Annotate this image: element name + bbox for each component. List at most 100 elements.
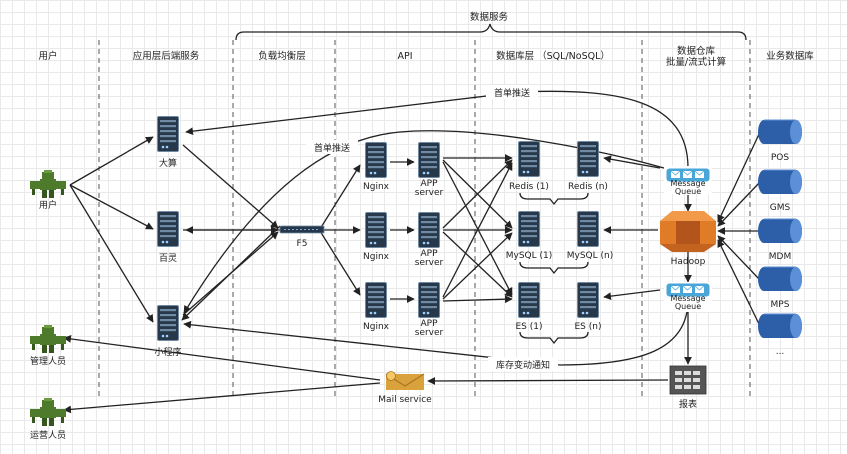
mail-node: Mail service [378, 371, 432, 405]
redis-server-icon [577, 141, 599, 177]
mdm-label: MDM [769, 252, 791, 262]
database-icon [758, 266, 802, 292]
database-icon [758, 313, 802, 339]
ops-icon [30, 398, 66, 426]
database-icon [758, 169, 802, 195]
nginx-server-icon [365, 212, 387, 248]
message-queue-label-line1: Message [670, 294, 705, 303]
nginx-node-2: Nginx [363, 212, 390, 262]
mysql-server-icon [577, 211, 599, 247]
column-headers: 用户 应用层后端服务 负载均衡层 API 数据库层 （SQL/NoSQL） 数据… [38, 45, 814, 68]
mysql-server-icon [518, 211, 540, 247]
nginx-label: Nginx [363, 322, 390, 332]
redis-n-node: Redis (n) [568, 141, 608, 192]
message-queue-label-line2: Queue [675, 187, 701, 196]
edge-label-inventory: 库存变动通知 [496, 359, 550, 371]
mps-db-node: MPS [758, 266, 802, 310]
bailing-server-icon [157, 211, 179, 247]
bailing-label: 百灵 [159, 253, 177, 264]
nginx-label: Nginx [363, 182, 390, 192]
admin-label: 管理人员 [30, 355, 66, 367]
es-1-node: ES (1) [515, 282, 543, 332]
nginx-node-3: Nginx [363, 282, 390, 332]
user-label: 用户 [39, 199, 57, 211]
data-services-brace [235, 23, 747, 41]
column-header-api: API [397, 51, 412, 62]
miniapp-server-icon [157, 305, 179, 341]
nginx-label: Nginx [363, 252, 390, 262]
es-server-icon [577, 282, 599, 318]
edge-label-push-mid: 首单推送 [314, 142, 350, 154]
database-icon [758, 119, 802, 145]
more-label: ... [776, 347, 785, 357]
hadoop-node: Hadoop [660, 211, 716, 267]
message-queue-top: Message Queue [664, 166, 712, 196]
report-label: 报表 [679, 398, 697, 410]
es-n-label: ES (n) [575, 322, 602, 332]
column-header-app: 应用层后端服务 [133, 50, 200, 62]
column-header-compute: 批量/流式计算 [666, 56, 726, 68]
dasuan-node: 大算 [157, 116, 179, 169]
nginx-server-icon [365, 282, 387, 318]
report-icon [669, 365, 707, 395]
column-header-lb: 负载均衡层 [258, 50, 306, 62]
es-1-label: ES (1) [515, 322, 542, 332]
mps-label: MPS [771, 300, 790, 310]
app-server-label-line1: APP [420, 249, 438, 259]
ops-node: 运营人员 [30, 398, 66, 441]
redis-server-icon [518, 141, 540, 177]
report-node: 报表 [669, 365, 707, 410]
more-db-node: ... [758, 313, 802, 357]
mysql-1-label: MySQL (1) [506, 251, 553, 261]
mdm-db-node: MDM [758, 218, 802, 262]
app-server-node-2: APP server [415, 212, 444, 268]
admin-icon [30, 325, 66, 353]
column-header-bizdb: 业务数据库 [766, 50, 814, 62]
edge-labels: 首单推送 首单推送 库存变动通知 [306, 85, 558, 371]
column-header-db: 数据库层 （SQL/NoSQL） [496, 50, 610, 62]
app-server-icon [418, 282, 440, 318]
bailing-node: 百灵 [157, 211, 179, 264]
app-server-node-1: APP server [415, 142, 444, 198]
message-queue-label-line1: Message [670, 179, 705, 188]
es-server-icon [518, 282, 540, 318]
admin-node: 管理人员 [30, 325, 66, 367]
mysql-n-label: MySQL (n) [567, 251, 614, 261]
f5-label: F5 [297, 239, 308, 249]
redis-n-label: Redis (n) [568, 182, 608, 192]
redis-1-label: Redis (1) [509, 182, 549, 192]
pos-db-node: POS [758, 119, 802, 163]
mail-icon [385, 371, 425, 390]
mail-label: Mail service [378, 395, 432, 405]
hadoop-icon [660, 211, 716, 252]
title: 数据服务 [470, 11, 509, 23]
user-icon [30, 170, 66, 198]
column-header-dw: 数据仓库 [677, 45, 716, 57]
nginx-node-1: Nginx [363, 142, 390, 192]
app-server-icon [418, 142, 440, 178]
app-server-icon [418, 212, 440, 248]
edge-label-push-top: 首单推送 [494, 87, 530, 99]
es-n-node: ES (n) [575, 282, 602, 332]
gms-label: GMS [770, 203, 791, 213]
app-server-label-line1: APP [420, 179, 438, 189]
edges [63, 90, 761, 414]
miniapp-node: 小程序 [154, 305, 182, 358]
app-server-label-line1: APP [420, 319, 438, 329]
message-queue-label-line2: Queue [675, 302, 701, 311]
user-node: 用户 [30, 170, 66, 211]
app-server-label-line2: server [415, 188, 444, 198]
pos-label: POS [771, 153, 790, 163]
miniapp-label: 小程序 [154, 346, 181, 358]
redis-1-node: Redis (1) [509, 141, 549, 192]
database-icon [758, 218, 802, 244]
nginx-server-icon [365, 142, 387, 178]
hadoop-label: Hadoop [671, 257, 706, 267]
app-server-node-3: APP server [415, 282, 444, 338]
column-header-user: 用户 [38, 50, 57, 62]
dasuan-label: 大算 [159, 157, 177, 169]
app-server-label-line2: server [415, 258, 444, 268]
f5-node: F5 [279, 225, 325, 249]
mysql-1-node: MySQL (1) [506, 211, 553, 261]
